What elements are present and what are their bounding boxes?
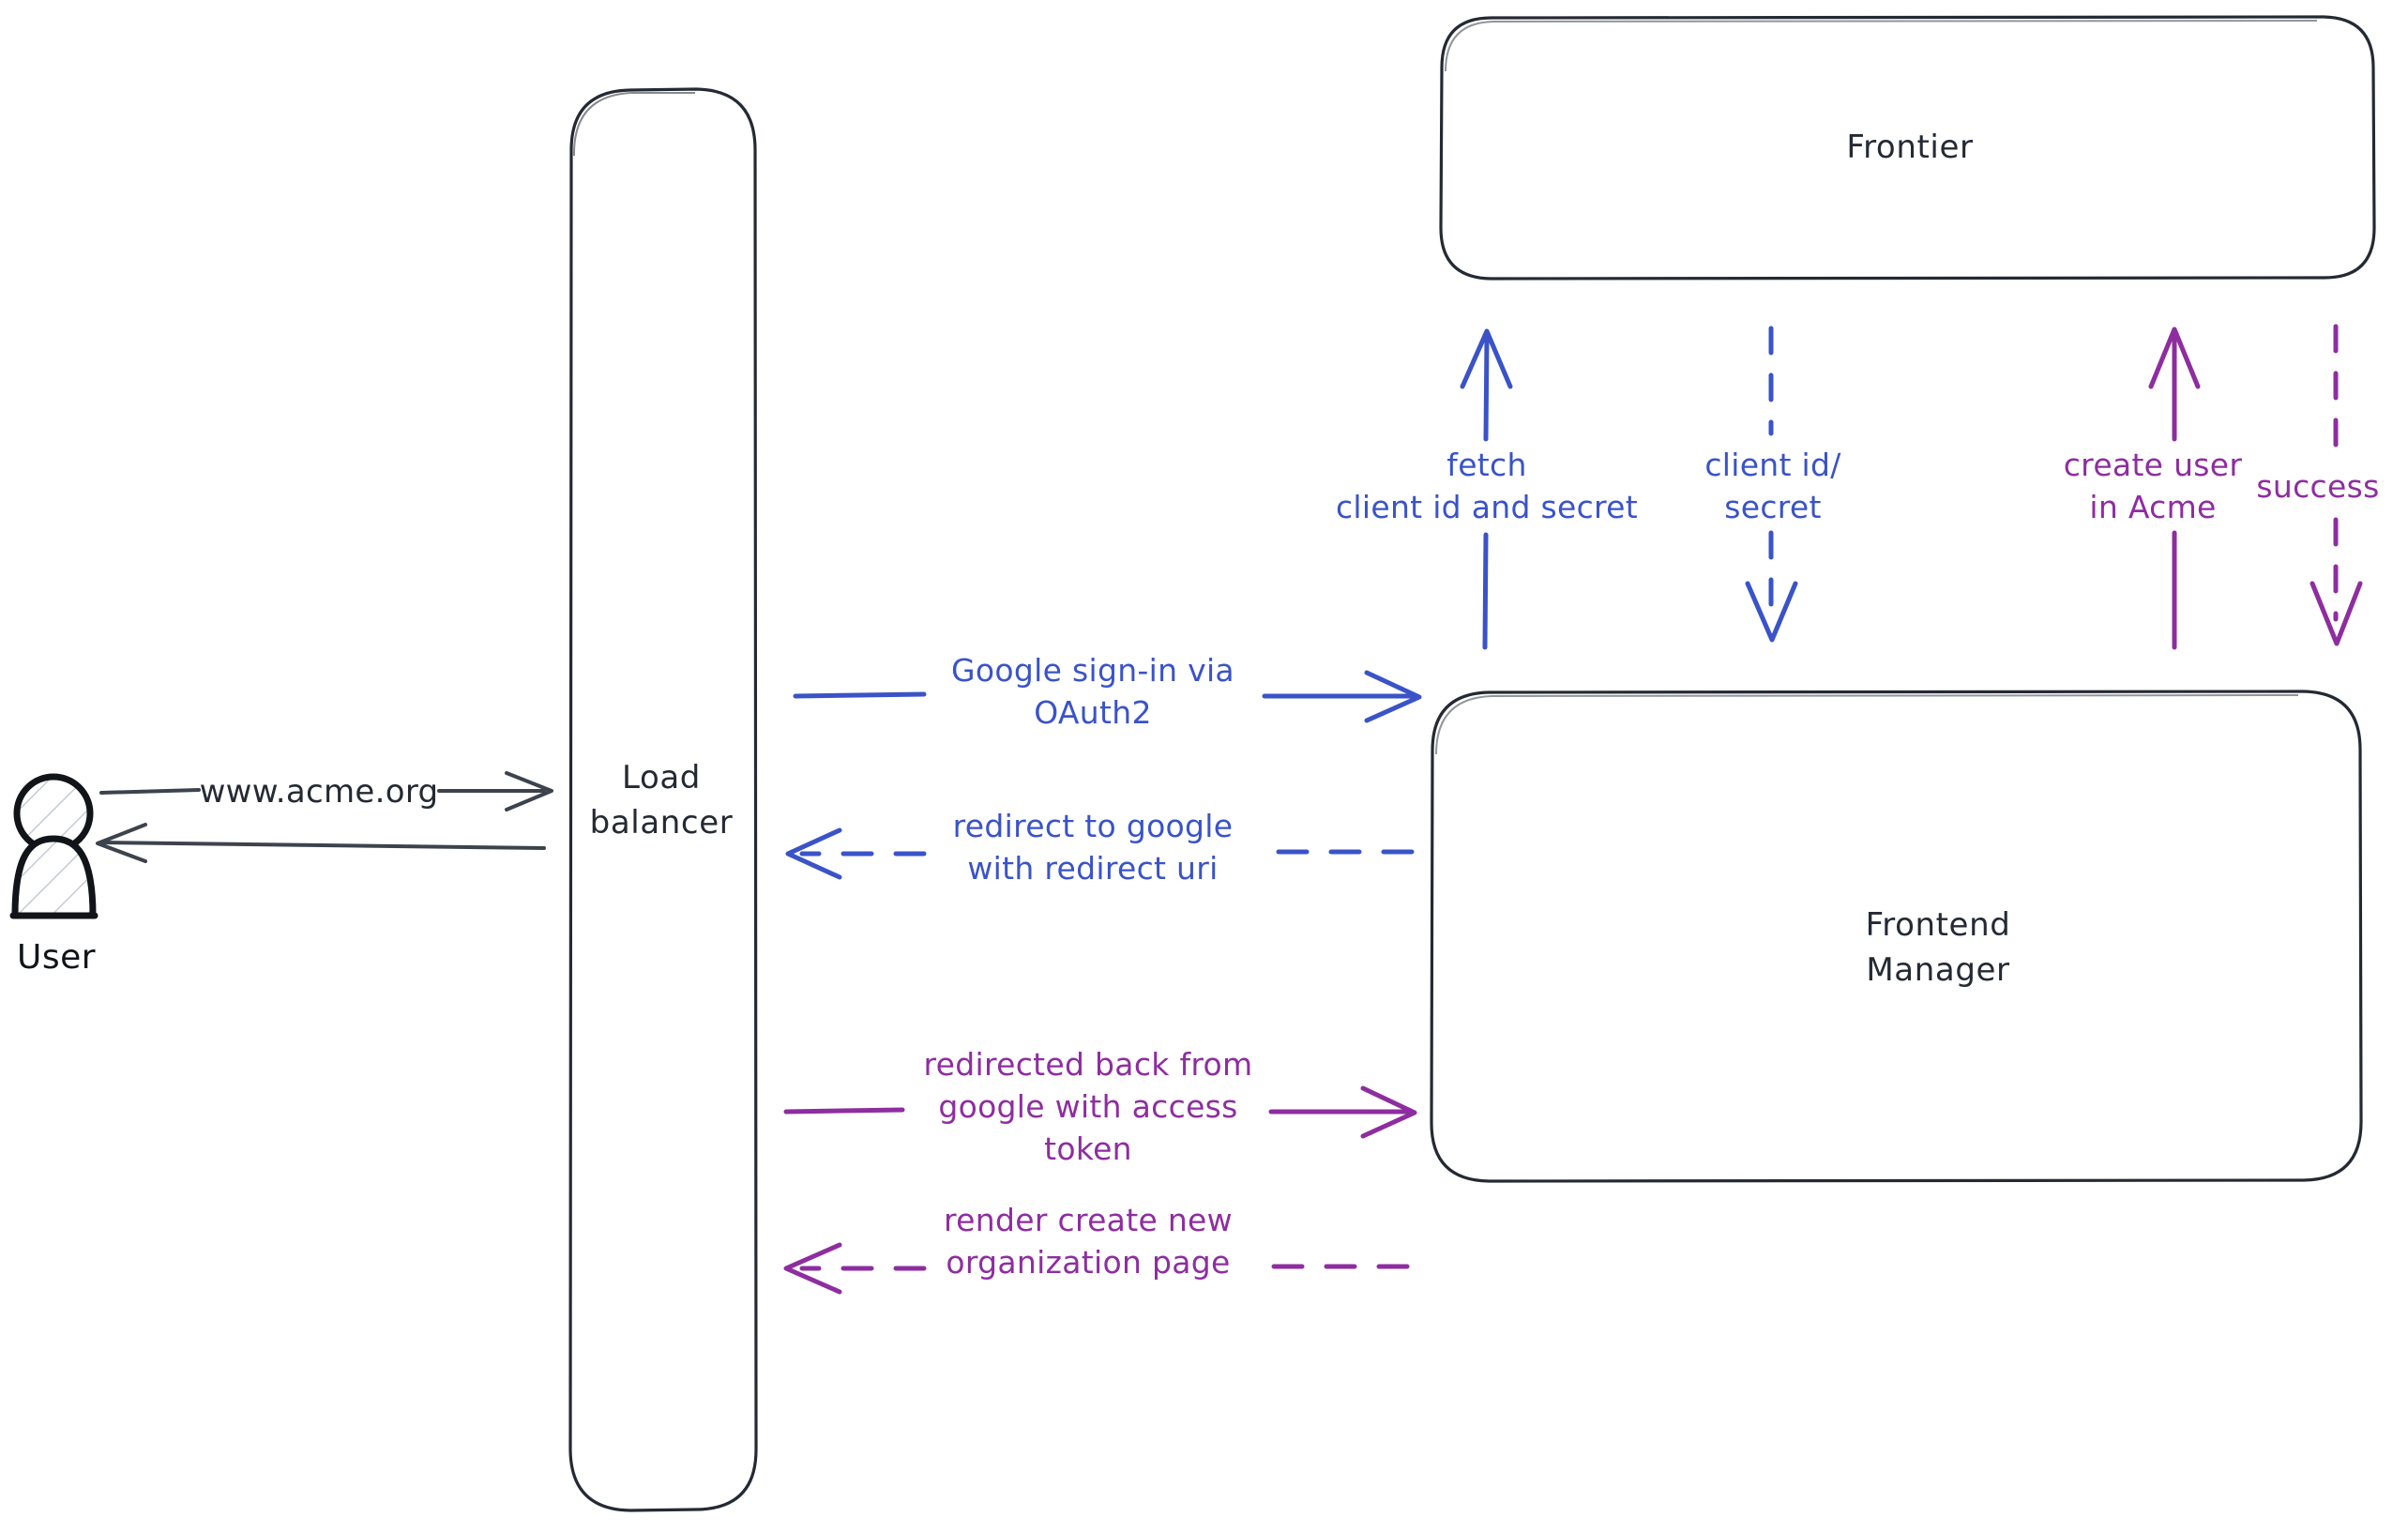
person-icon xyxy=(9,773,98,919)
edge-redirect-to-google xyxy=(785,827,1415,880)
edge-lb-to-user xyxy=(96,823,546,863)
user-caption: User xyxy=(17,938,97,977)
edge-google-signin xyxy=(793,670,1422,723)
edge-user-to-lb xyxy=(99,771,553,812)
edge-label-render-create-org: render create new organization page xyxy=(944,1202,1233,1281)
edge-label-success: success xyxy=(2256,468,2380,505)
edge-label-www-acme-org: www.acme.org xyxy=(199,773,439,811)
node-frontend-manager[interactable] xyxy=(1430,690,2363,1183)
edge-label-fetch-client-id-secret: fetch client id and secret xyxy=(1335,447,1639,525)
edge-label-redirected-back-token: redirected back from google with access … xyxy=(923,1046,1253,1167)
edge-fetch-client-id-secret xyxy=(1460,328,1513,650)
node-frontier[interactable] xyxy=(1439,15,2376,281)
edge-label-create-user-in-acme: create user in Acme xyxy=(2063,447,2243,525)
edge-label-client-id-secret: client id/ secret xyxy=(1704,447,1841,525)
edge-render-create-org xyxy=(783,1242,1410,1295)
edge-redirected-back-token xyxy=(783,1085,1417,1139)
edge-client-id-secret-response xyxy=(1745,326,1798,643)
node-load-balancer[interactable] xyxy=(568,87,758,1512)
edge-success-response xyxy=(2310,324,2363,646)
edge-create-user-in-acme xyxy=(2148,326,2201,650)
edge-label-google-signin: Google sign-in via OAuth2 xyxy=(951,652,1234,731)
edge-label-redirect-to-google: redirect to google with redirect uri xyxy=(952,808,1234,887)
